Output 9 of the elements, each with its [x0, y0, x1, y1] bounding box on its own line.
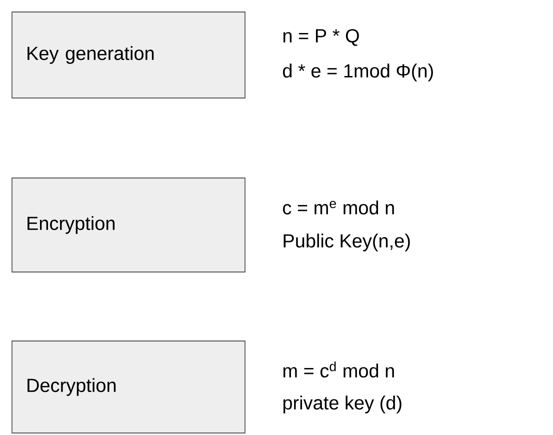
- process-box: Decryption: [12, 340, 246, 434]
- process-box: Key generation: [12, 12, 246, 98]
- formula-text: m = c$^{d}$ mod n: [283, 361, 394, 378]
- formula-text: n = P * Q: [283, 29, 359, 46]
- formula-text: private key (d): [283, 396, 402, 414]
- formula-text: Public Key(n,e): [284, 234, 410, 252]
- formula-text: c = m$^{e}$ mod n: [283, 200, 394, 214]
- formula-text: d * e = 1mod Φ(n): [283, 64, 433, 82]
- process-box: Encryption: [12, 178, 246, 272]
